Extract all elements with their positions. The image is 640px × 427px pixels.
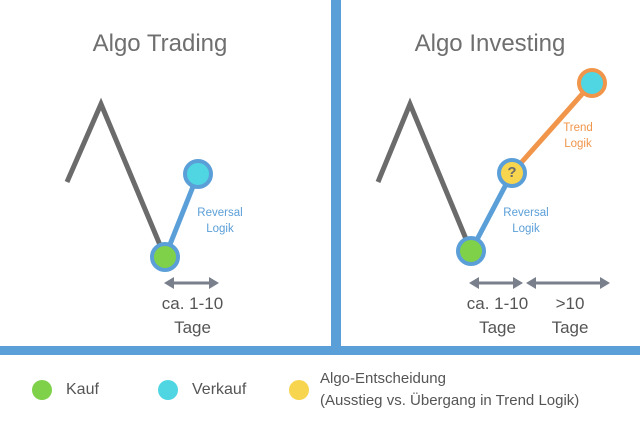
legend-decision-label: Algo-Entscheidung (Ausstieg vs. Übergang… (320, 368, 579, 412)
duration-left-line2: Tage (174, 318, 211, 337)
reversal-label-left-line2: Logik (206, 223, 234, 235)
sell-marker-left (183, 159, 213, 189)
trend-label-line2: Logik (564, 138, 592, 150)
legend-decision-line1: Algo-Entscheidung (320, 370, 446, 387)
duration-right-b-line1: >10 (555, 294, 585, 313)
legend-decision-line2: (Ausstieg vs. Übergang in Trend Logik) (320, 392, 580, 409)
duration-right-b-line2: Tage (551, 318, 589, 337)
buy-marker-left (150, 242, 180, 272)
duration-label-left: ca. 1-10 Tage (145, 292, 240, 340)
buy-marker-right (456, 236, 486, 266)
reversal-label-right-line1: Reversal (503, 207, 549, 219)
trend-line-right (510, 81, 594, 175)
reversal-label-right: Reversal Logik (491, 205, 561, 237)
duration-left-line1: ca. 1-10 (161, 294, 224, 313)
duration-right-a-line2: Tage (479, 318, 516, 337)
panel-title-algo-investing: Algo Investing (414, 30, 566, 57)
legend-decision-dot (289, 380, 309, 400)
duration-right-a-line1: ca. 1-10 (466, 294, 529, 313)
trend-label-line1: Trend (563, 122, 593, 134)
duration-label-right-a: ca. 1-10 Tage (450, 292, 545, 340)
price-line-left (64, 97, 168, 258)
legend-buy-label: Kauf (66, 381, 99, 398)
trend-label: Trend Logik (548, 120, 608, 152)
panel-title-algo-trading: Algo Trading (92, 30, 228, 57)
legend-buy-dot (32, 380, 52, 400)
duration-label-right-b: >10 Tage (535, 292, 605, 340)
reversal-label-left: Reversal Logik (185, 205, 255, 237)
duration-arrow-left (164, 277, 219, 289)
decision-marker (497, 158, 527, 188)
reversal-label-left-line1: Reversal (197, 207, 243, 219)
legend-sell-dot (158, 380, 178, 400)
vertical-divider (331, 0, 341, 352)
price-line-right (375, 97, 474, 252)
decision-question-mark: ? (507, 164, 517, 181)
legend-sell-label: Verkauf (192, 381, 247, 398)
duration-arrow-right-b (526, 277, 610, 289)
duration-arrow-right-a (469, 277, 523, 289)
horizontal-divider (0, 346, 640, 355)
reversal-label-right-line2: Logik (512, 223, 540, 235)
sell-marker-right (577, 68, 607, 98)
